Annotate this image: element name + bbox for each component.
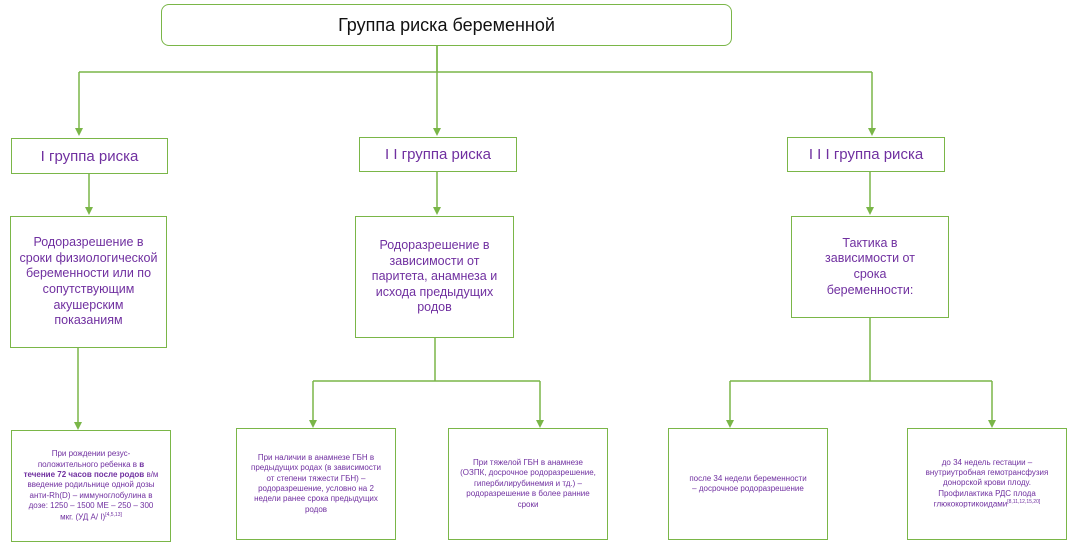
leaf-g2b-box: При тяжелой ГБН в анамнезе (ОЗПК, досроч… (448, 428, 608, 540)
tactic-1-box: Родоразрешение в сроки физиологической б… (10, 216, 167, 348)
leaf-g1-text: При рождении резус-положительного ребенк… (22, 449, 160, 522)
group-1-label: I группа риска (40, 147, 139, 165)
leaf-g2a-text: При наличии в анамнезе ГБН в предыдущих … (251, 452, 381, 514)
group-2-label: I I группа риска (384, 146, 492, 163)
root-box: Группа риска беременной (161, 4, 732, 46)
leaf-g1-bold: в течение 72 часов после родов (23, 459, 145, 480)
tactic-3-box: Тактика в зависимости от срока беременно… (791, 216, 949, 318)
root-title: Группа риска беременной (338, 14, 555, 35)
group-3-box: I I I группа риска (787, 137, 945, 172)
leaf-g2a-box: При наличии в анамнезе ГБН в предыдущих … (236, 428, 396, 540)
tactic-2-text: Родоразрешение в зависимости от паритета… (371, 237, 498, 315)
leaf-g2b-text: При тяжелой ГБН в анамнезе (ОЗПК, досроч… (460, 458, 596, 509)
leaf-g1-text-before: При рождении резус-положительного ребенк… (37, 449, 140, 469)
leaf-g3b-ref: [8,11,12,15,20] (1007, 499, 1041, 506)
group-1-box: I группа риска (11, 138, 168, 174)
leaf-g1-box: При рождении резус-положительного ребенк… (11, 430, 171, 542)
tactic-1-text: Родоразрешение в сроки физиологической б… (19, 235, 158, 328)
tactic-3-text: Тактика в зависимости от срока беременно… (825, 235, 915, 297)
group-2-box: I I группа риска (359, 137, 517, 172)
tactic-2-box: Родоразрешение в зависимости от паритета… (355, 216, 514, 338)
leaf-g3b-main: до 34 недель гестации – внутриутробная г… (925, 457, 1049, 509)
leaf-g1-ref: [4,5,13] (105, 511, 122, 518)
leaf-g1-text-after: в/м введение родильнице одной дозы анти-… (27, 470, 159, 522)
group-3-label: I I I группа риска (808, 146, 924, 163)
leaf-g3a-box: после 34 недели беременности – досрочное… (668, 428, 828, 540)
leaf-g3b-text: до 34 недель гестации – внутриутробная г… (918, 458, 1056, 511)
leaf-g3b-box: до 34 недель гестации – внутриутробная г… (907, 428, 1067, 540)
leaf-g3a-text: после 34 недели беременности – досрочное… (689, 473, 807, 493)
